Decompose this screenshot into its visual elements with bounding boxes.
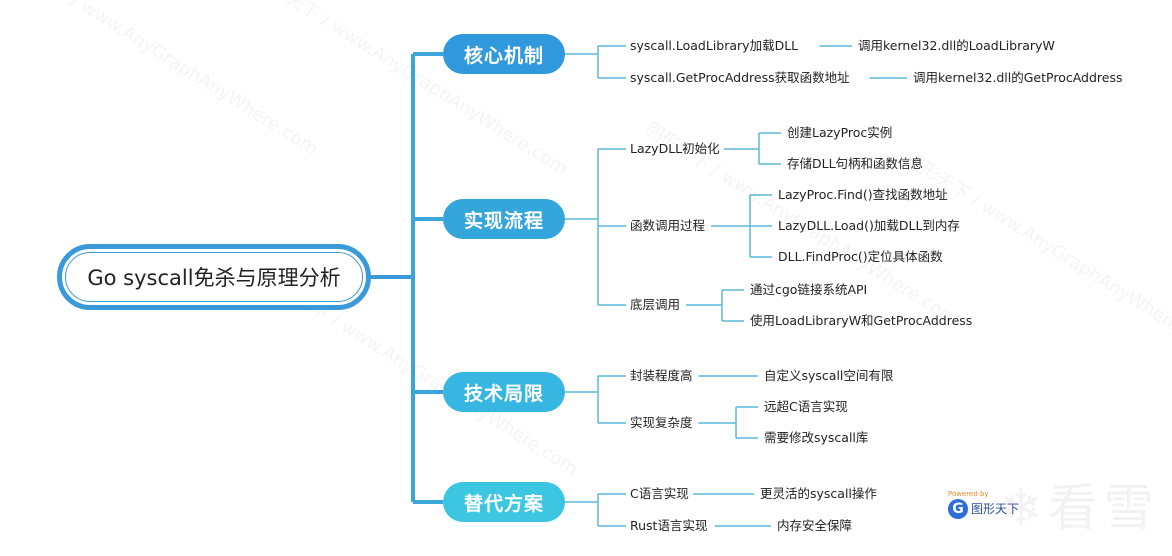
branch-node-core-mechanism[interactable]: 核心机制 bbox=[443, 34, 565, 74]
powered-by-text: Powered by bbox=[948, 490, 989, 498]
branch-node-alternatives[interactable]: 替代方案 bbox=[443, 482, 565, 522]
detail-node[interactable]: 远超C语言实现 bbox=[764, 399, 848, 414]
root-label: Go syscall免杀与原理分析 bbox=[65, 252, 363, 302]
subtopic-node[interactable]: 底层调用 bbox=[630, 297, 681, 312]
detail-node[interactable]: 调用kernel32.dll的LoadLibraryW bbox=[858, 38, 1055, 53]
subtopic-node[interactable]: LazyDLL初始化 bbox=[630, 141, 720, 156]
subtopic-node[interactable]: syscall.LoadLibrary加载DLL bbox=[630, 38, 799, 53]
subtopic-node[interactable]: C语言实现 bbox=[630, 486, 689, 501]
detail-node[interactable]: 自定义syscall空间有限 bbox=[764, 368, 894, 383]
subtopic-node[interactable]: 函数调用过程 bbox=[630, 218, 706, 233]
detail-node[interactable]: 内存安全保障 bbox=[777, 518, 853, 533]
detail-node[interactable]: LazyDLL.Load()加载DLL到内存 bbox=[778, 218, 960, 233]
logo-name: 图形天下 bbox=[971, 502, 1020, 516]
detail-node[interactable]: 存储DLL句柄和函数信息 bbox=[787, 156, 924, 171]
detail-node[interactable]: 通过cgo链接系统API bbox=[750, 282, 868, 297]
detail-node[interactable]: 创建LazyProc实例 bbox=[787, 125, 893, 140]
subtopic-node[interactable]: 实现复杂度 bbox=[630, 415, 693, 430]
logo-g-icon: G bbox=[948, 498, 968, 519]
detail-node[interactable]: 更灵活的syscall操作 bbox=[760, 486, 877, 501]
detail-node[interactable]: 需要修改syscall库 bbox=[764, 430, 869, 445]
subtopic-node[interactable]: syscall.GetProcAddress获取函数地址 bbox=[630, 70, 850, 85]
subtopic-node[interactable]: 封装程度高 bbox=[630, 368, 693, 383]
detail-node[interactable]: LazyProc.Find()查找函数地址 bbox=[778, 187, 948, 202]
detail-node[interactable]: 调用kernel32.dll的GetProcAddress bbox=[913, 70, 1123, 85]
root-node[interactable]: Go syscall免杀与原理分析 bbox=[57, 244, 371, 310]
subtopic-node[interactable]: Rust语言实现 bbox=[630, 518, 708, 533]
detail-node[interactable]: 使用LoadLibraryW和GetProcAddress bbox=[750, 313, 973, 328]
branch-node-implementation-flow[interactable]: 实现流程 bbox=[443, 199, 565, 239]
branch-node-technical-limits[interactable]: 技术局限 bbox=[443, 372, 565, 412]
detail-node[interactable]: DLL.FindProc()定位具体函数 bbox=[778, 249, 943, 264]
kanxue-watermark: ❄看雪 bbox=[1000, 479, 1160, 537]
